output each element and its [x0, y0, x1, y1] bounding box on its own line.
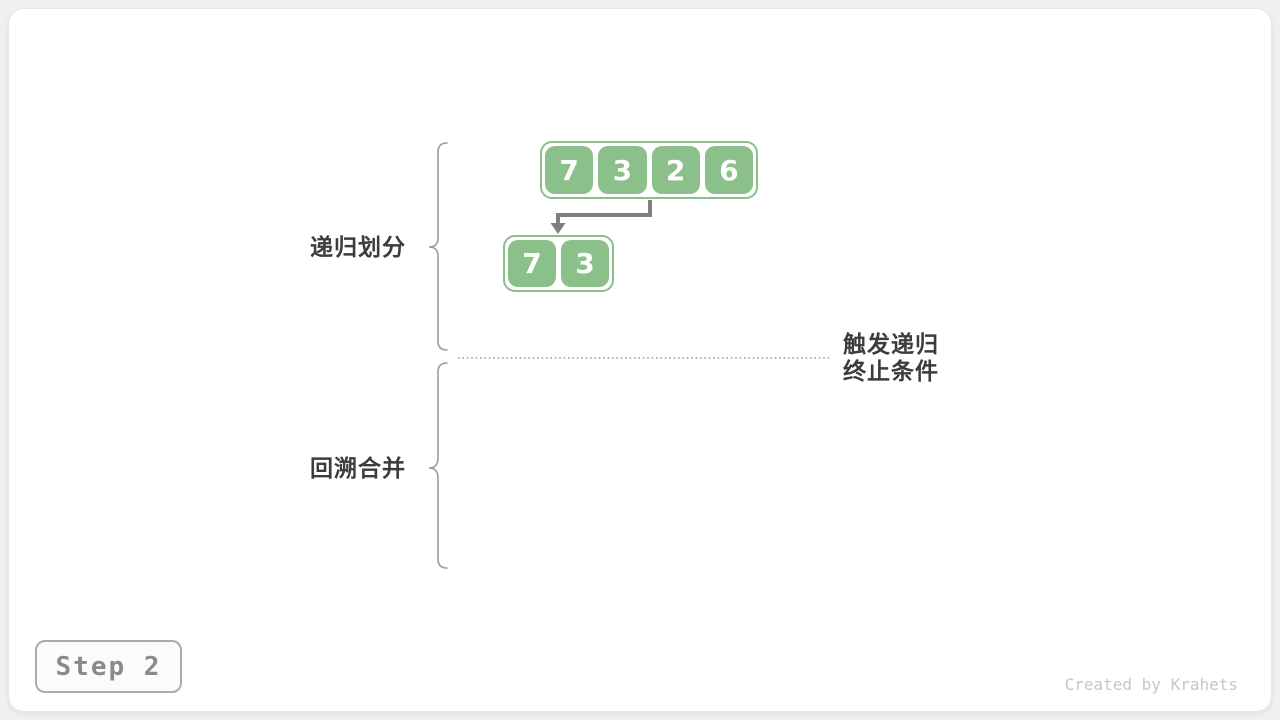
array-cell: 6 — [704, 146, 753, 194]
array-cell: 3 — [561, 240, 609, 287]
termination-label: 触发递归 终止条件 — [843, 331, 939, 385]
diagram-card — [8, 8, 1272, 712]
phase-label-merge: 回溯合并 — [310, 455, 406, 481]
phase-label-divide: 递归划分 — [310, 234, 406, 260]
array-cell: 2 — [651, 146, 700, 194]
array-cell: 3 — [598, 146, 647, 194]
termination-label-line1: 触发递归 — [843, 331, 939, 357]
array-cell: 7 — [545, 146, 594, 194]
array-cell: 7 — [508, 240, 556, 287]
termination-label-line2: 终止条件 — [843, 358, 939, 384]
step-badge: Step 2 — [35, 640, 182, 693]
watermark-text: Created by Krahets — [1064, 675, 1238, 694]
